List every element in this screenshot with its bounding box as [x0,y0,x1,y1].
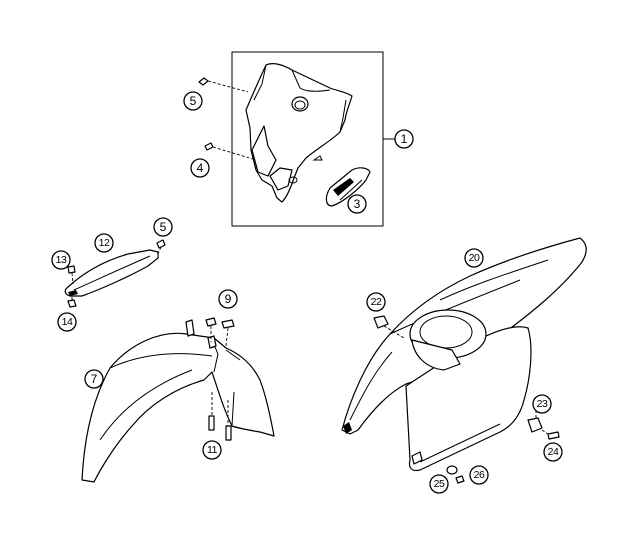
callout-20: 20 [464,248,484,268]
callout-13: 13 [51,250,71,270]
callout-3: 3 [347,194,367,214]
callout-12-label: 12 [99,237,110,249]
callout-5-strip: 5 [153,217,173,237]
number-plate [245,63,353,203]
callout-24: 24 [543,442,563,462]
callout-5-top: 5 [183,91,203,111]
callout-26: 26 [469,465,489,485]
callout-24-label: 24 [548,446,559,458]
side-strip [64,249,159,297]
callout-7-label: 7 [91,372,98,386]
callout-5-top-label: 5 [190,94,197,108]
callout-12: 12 [94,233,114,253]
callout-4: 4 [190,158,210,178]
callout-3-label: 3 [354,197,361,211]
callout-25-label: 25 [434,478,445,490]
callout-1: 1 [394,129,414,149]
front-fender [81,319,275,483]
callout-1-label: 1 [401,132,408,146]
callout-11-label: 11 [207,444,218,456]
callout-22-label: 22 [371,296,382,308]
rear-fender-fasteners [373,315,560,484]
callout-23-label: 23 [537,398,548,410]
callout-9-label: 9 [225,292,232,306]
callout-26-label: 26 [474,469,485,481]
callout-4-label: 4 [197,161,204,175]
number-plate-sticker [325,167,371,207]
number-plate-screws [198,77,257,161]
callout-7: 7 [84,369,104,389]
callout-23: 23 [532,394,552,414]
callout-5-strip-label: 5 [160,220,167,234]
callout-14: 14 [57,312,77,332]
callout-20-label: 20 [469,252,480,264]
rear-side-cover [405,326,532,472]
front-fender-fasteners [205,317,235,441]
callout-14-label: 14 [62,316,73,328]
callout-11: 11 [202,440,222,460]
callout-25: 25 [429,474,449,494]
callout-9: 9 [218,289,238,309]
callout-13-label: 13 [56,254,67,266]
callout-22: 22 [366,292,386,312]
airbox-intake [409,309,487,371]
